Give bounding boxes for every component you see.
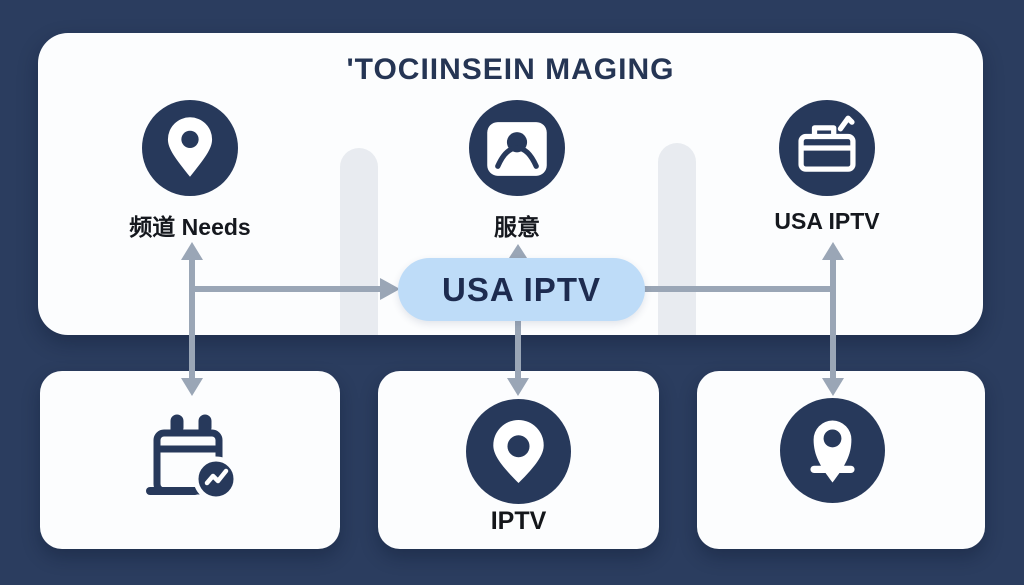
node-usa-iptv: USA IPTV bbox=[727, 100, 927, 235]
node-channel-needs: 频道 Needs bbox=[90, 100, 290, 242]
icon-circle bbox=[779, 100, 875, 196]
usa-iptv-pill: USA IPTV bbox=[398, 258, 645, 321]
card-calendar bbox=[40, 371, 340, 549]
user-profile-card-icon bbox=[487, 122, 547, 176]
calendar-sync-icon bbox=[135, 403, 245, 518]
node-service: 服意 bbox=[417, 100, 617, 242]
node-label: 服意 bbox=[494, 214, 540, 240]
card-location bbox=[697, 371, 985, 549]
pill-label: USA IPTV bbox=[442, 270, 601, 308]
location-pin-round-icon bbox=[493, 420, 544, 483]
node-label: 频道 Needs bbox=[129, 214, 251, 240]
icon-circle bbox=[780, 398, 885, 503]
location-pin-stand-icon bbox=[810, 420, 855, 482]
page-title: 'TOCIINSEIN MAGING bbox=[346, 53, 675, 86]
icon-circle bbox=[466, 399, 571, 504]
location-pin-icon bbox=[167, 117, 213, 177]
node-label: USA IPTV bbox=[774, 208, 880, 234]
icon-circle bbox=[469, 100, 565, 196]
folder-document-icon bbox=[798, 115, 856, 172]
column-divider-bar bbox=[340, 148, 378, 335]
card-label: IPTV bbox=[490, 507, 547, 535]
top-panel: 'TOCIINSEIN MAGING 频道 Needs 服意 bbox=[38, 33, 983, 335]
column-divider-bar bbox=[658, 143, 696, 335]
card-iptv: IPTV bbox=[378, 371, 659, 549]
icon-circle bbox=[142, 100, 238, 196]
